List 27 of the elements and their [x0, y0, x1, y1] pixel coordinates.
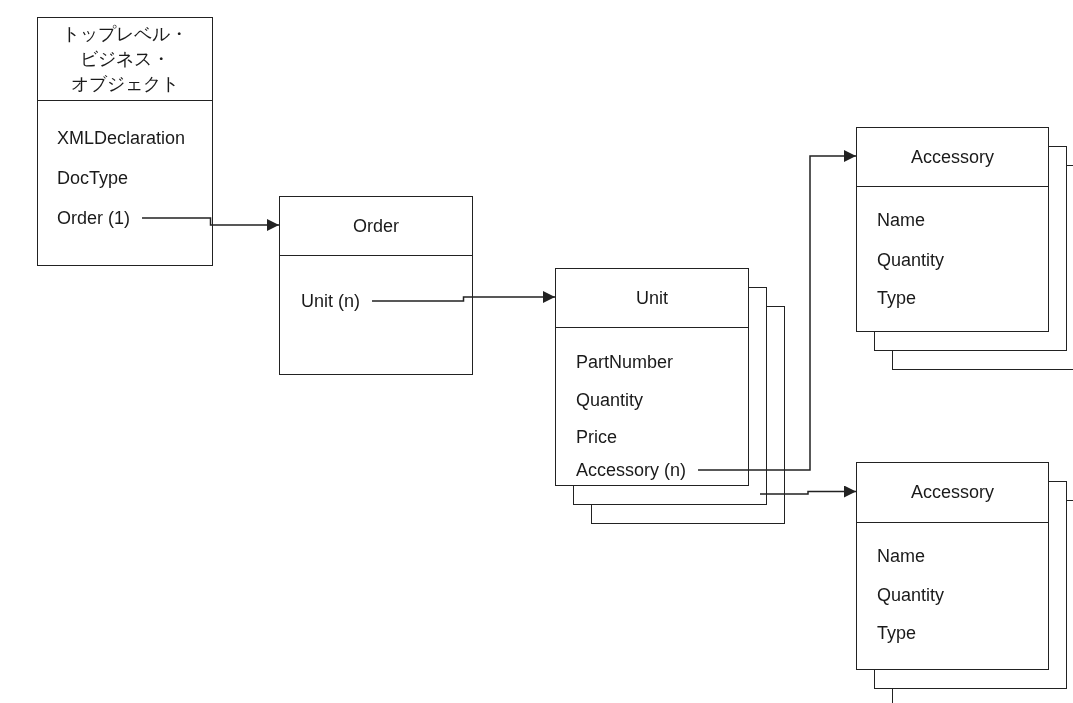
- field-label: Quantity: [576, 389, 644, 411]
- box-heading: Accessory: [911, 145, 994, 169]
- field-label: DocType: [57, 167, 129, 189]
- field-label: Name: [877, 545, 925, 567]
- field-label: XMLDeclaration: [57, 127, 186, 149]
- field-label: Type: [877, 622, 917, 644]
- field-label: Name: [877, 209, 925, 231]
- class-box: [555, 268, 749, 486]
- arrow: [697, 150, 857, 471]
- box-heading: Accessory: [911, 481, 994, 504]
- field-label: Order (1): [57, 207, 130, 229]
- class-box: [37, 17, 213, 266]
- box-heading: Unit: [636, 286, 668, 310]
- field-label: Type: [877, 287, 917, 309]
- arrow: [371, 291, 556, 303]
- field-label: Quantity: [877, 584, 945, 606]
- field-label: Price: [576, 426, 617, 448]
- box-heading: トップレベル・ビジネス・オブジェクト: [61, 22, 189, 96]
- class-box: [856, 462, 1049, 670]
- arrow: [141, 217, 280, 231]
- field-label: Accessory (n): [576, 459, 687, 481]
- box-heading: Order: [353, 214, 399, 238]
- field-label: Unit (n): [301, 290, 360, 312]
- class-box: [856, 127, 1049, 332]
- field-label: Quantity: [877, 249, 945, 271]
- class-box: [279, 196, 473, 375]
- field-label: PartNumber: [576, 351, 674, 373]
